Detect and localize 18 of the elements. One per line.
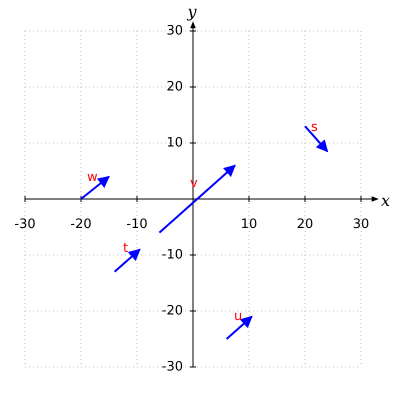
tick-label: 10 [166,136,183,150]
tick-label: -30 [162,360,183,374]
tick-label: 30 [166,24,183,38]
vector-label: s [311,121,318,134]
vector-label: w [87,171,98,184]
tick-label: -10 [162,248,183,262]
vector-label: u [234,310,242,323]
tick-label: -30 [14,218,36,231]
tick-label: -10 [126,218,148,231]
tick-label: 30 [352,218,370,231]
tick-label: 20 [296,218,314,231]
tick-label: 20 [166,80,183,94]
tick-label: 10 [240,218,258,231]
axis-label: y [187,4,197,20]
tick-label: -20 [70,218,92,231]
axis-label: x [381,193,390,209]
tick-label: -20 [162,304,183,318]
vector-label: t [123,242,128,255]
